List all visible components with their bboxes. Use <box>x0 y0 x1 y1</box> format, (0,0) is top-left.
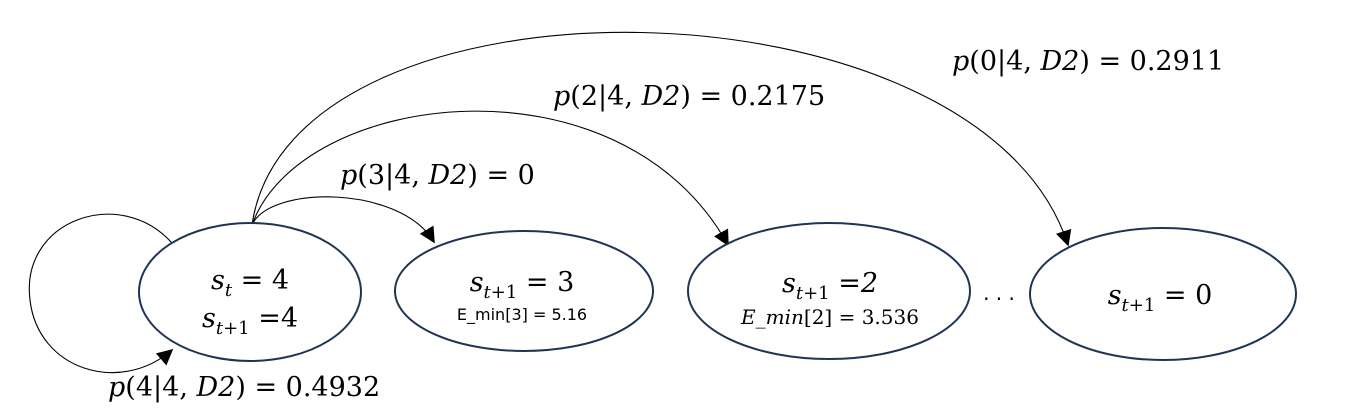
ellipsis-separator: . . . <box>983 281 1015 305</box>
edge-to-state-0 <box>251 31 1072 247</box>
node-state-0-label: st+1 = 0 <box>1108 280 1213 316</box>
edge-label-to-2: p(2|4, D2) = 0.2175 <box>553 81 825 112</box>
node-current-state: st = 4 st+1 =4 <box>138 222 362 362</box>
node-state-3: st+1 = 3 E_min[3] = 5.16 <box>394 230 654 352</box>
edge-to-state-2 <box>251 110 729 247</box>
node-state-0: st+1 = 0 <box>1029 227 1297 361</box>
node-state-2: st+1 =2 E_min[2] = 3.536 <box>687 222 971 360</box>
node-state-3-emin: E_min[3] = 5.16 <box>457 305 587 325</box>
node-state-2-label: st+1 =2 <box>782 268 878 304</box>
edge-label-self-loop: p(4|4, D2) = 0.4932 <box>108 372 380 403</box>
edge-to-state-3 <box>251 196 435 244</box>
node-state-2-emin: E_min[2] = 3.536 <box>740 305 919 329</box>
node-current-state-line1: st = 4 <box>211 265 289 301</box>
self-loop-edge <box>28 213 174 374</box>
edge-label-to-3: p(3|4, D2) = 0 <box>340 160 535 191</box>
edge-label-to-0: p(0|4, D2) = 0.2911 <box>952 46 1224 77</box>
node-current-state-line2: st+1 =4 <box>202 303 298 339</box>
node-state-3-label: st+1 = 3 <box>470 267 575 303</box>
